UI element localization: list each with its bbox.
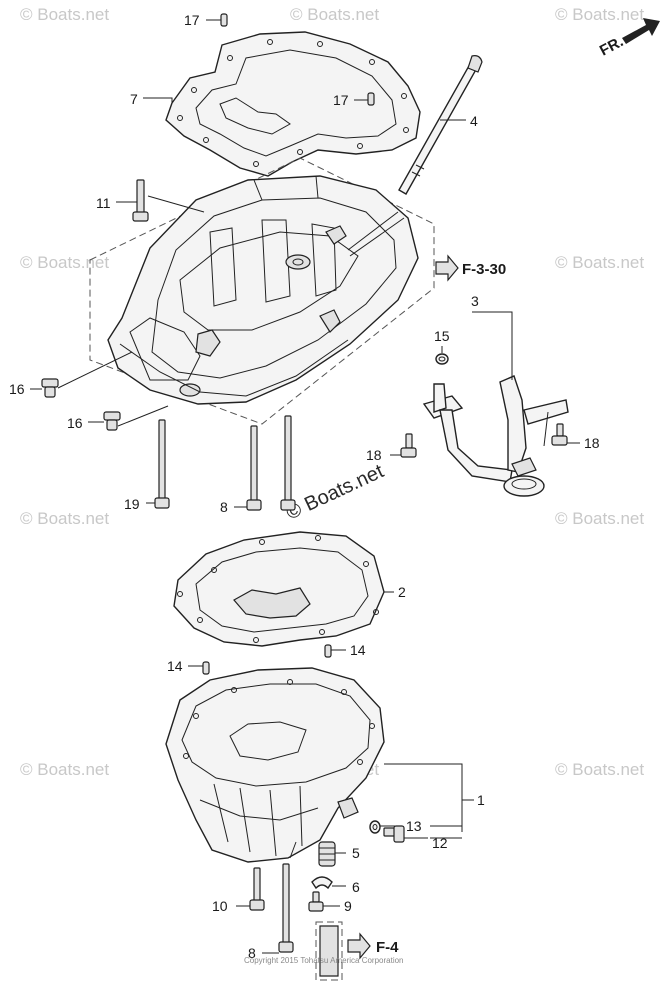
part-16-plug: [41, 378, 59, 398]
part-8-long-bolt: [278, 863, 294, 953]
callout-11: 11: [96, 195, 111, 211]
part-19-bolt: [154, 419, 170, 509]
part-18-bolt: [551, 423, 568, 446]
callout-16: 16: [9, 381, 25, 397]
callout-17: 17: [333, 92, 349, 108]
watermark: © Boats.net: [555, 5, 644, 24]
part-2-lower-gasket: [173, 531, 385, 647]
watermark: © Boats.net: [290, 5, 379, 24]
callout-1: 1: [477, 792, 485, 808]
part-17-dowel-pin: [367, 92, 375, 106]
watermark: © Boats.net: [20, 760, 109, 779]
callout-2: 2: [398, 584, 406, 600]
part-20-bolt: [280, 415, 296, 511]
callout-18: 18: [366, 447, 382, 463]
callout-labels: 17 7 17 4 11 3 15 16 16 18 18 19 8 2 14 …: [9, 12, 600, 961]
ref-label-f-3-30: F-3-30: [462, 261, 506, 278]
callout-4: 4: [470, 113, 478, 129]
upper-assembly-outline: [89, 157, 435, 425]
part-1-oil-pan: [165, 667, 385, 863]
ref-arrow-lower[interactable]: F-4: [347, 932, 399, 960]
callout-14: 14: [167, 658, 183, 674]
watermark: © Boats.net: [20, 5, 109, 24]
part-4-dipstick: [398, 55, 483, 195]
upper-oil-holder: [107, 175, 419, 405]
part-10-bolt: [249, 867, 265, 911]
lower-pipe: [315, 921, 343, 981]
callout-15: 15: [434, 328, 450, 344]
callout-17: 17: [184, 12, 200, 28]
callout-12: 12: [432, 835, 448, 851]
part-17-dowel-pin: [220, 13, 228, 27]
ref-label-f-4: F-4: [376, 939, 399, 956]
ref-arrow-upper[interactable]: F-3-30: [435, 254, 506, 282]
part-8-bolt: [246, 425, 262, 511]
watermark: © Boats.net: [20, 253, 109, 272]
callout-5: 5: [352, 845, 360, 861]
part-12-drain-bolt: [383, 825, 405, 843]
part-5-spring: [318, 841, 336, 867]
callout-10: 10: [212, 898, 228, 914]
callout-7: 7: [130, 91, 138, 107]
part-14-dowel-pin: [324, 644, 332, 658]
callout-14: 14: [350, 642, 366, 658]
part-11-bolt: [132, 179, 149, 222]
center-watermark: © Boats.net: [283, 460, 388, 524]
callout-13: 13: [406, 818, 422, 834]
part-7-upper-gasket: [165, 31, 421, 177]
callout-19: 19: [124, 496, 140, 512]
callout-8: 8: [248, 945, 256, 961]
watermark: © Boats.net: [555, 509, 644, 528]
callout-9: 9: [344, 898, 352, 914]
leader-lines: [30, 19, 580, 954]
copyright-note: Copyright 2015 Tohatsu America Corporati…: [244, 956, 404, 965]
part-13-washer: [369, 820, 381, 834]
part-6-clip: [311, 876, 333, 890]
callout-16: 16: [67, 415, 83, 431]
callout-18: 18: [584, 435, 600, 451]
callout-6: 6: [352, 879, 360, 895]
watermark: © Boats.net: [20, 509, 109, 528]
direction-label: FR.: [597, 33, 626, 59]
part-16-plug: [103, 411, 121, 431]
front-direction-arrow: FR.: [597, 18, 660, 60]
callout-3: 3: [471, 293, 479, 309]
part-14-dowel-pin: [202, 661, 210, 675]
watermark: © Boats.net: [555, 253, 644, 272]
part-3-oil-strainer: [422, 375, 569, 497]
watermark: © Boats.net: [555, 760, 644, 779]
part-18-bolt: [400, 433, 417, 458]
part-15-o-ring: [435, 353, 449, 365]
callout-8: 8: [220, 499, 228, 515]
part-9-bolt: [308, 891, 324, 912]
